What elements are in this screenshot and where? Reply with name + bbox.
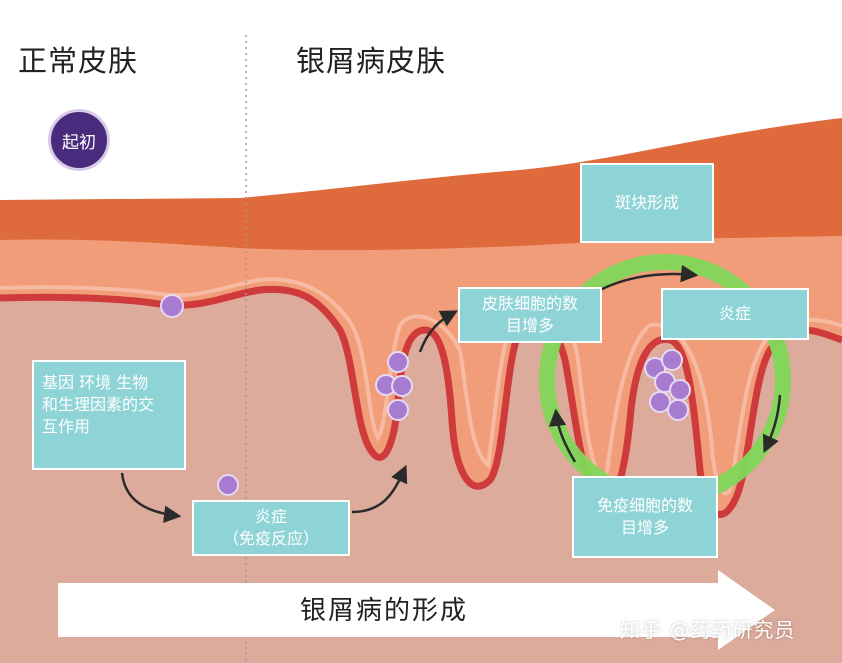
skin-cells-line2: 目增多 xyxy=(505,316,554,335)
inflammation-immune-line1: 炎症 xyxy=(254,507,287,526)
factors-line2: 和生理因素的交 xyxy=(42,395,155,414)
plaque-box: 斑块形成 xyxy=(580,163,714,243)
skin-cells-line1: 皮肤细胞的数 xyxy=(481,294,578,313)
heading-normal-skin: 正常皮肤 xyxy=(18,44,139,78)
inflammation-box: 炎症 xyxy=(661,288,809,340)
watermark: 知乎 @药药研究员 xyxy=(620,618,796,642)
arrow-inflammation-to-cells xyxy=(351,464,408,514)
inflammation-immune-box: 炎症 （免疫反应） xyxy=(192,500,350,556)
cycle-arrow-left xyxy=(548,408,577,463)
immune-cells-line2: 目增多 xyxy=(620,518,669,537)
arrow-factors-to-inflammation xyxy=(120,472,182,523)
papillae-dermis xyxy=(0,291,842,663)
inflammation-immune-line2: （免疫反应） xyxy=(222,529,319,548)
cycle-arrow-top xyxy=(599,264,699,292)
basement-membrane xyxy=(0,285,842,518)
factors-line3: 互作用 xyxy=(42,417,91,436)
cycle-arrow-right xyxy=(762,394,782,454)
start-badge-label: 起初 xyxy=(62,132,96,153)
heading-psoriasis-skin: 银屑病皮肤 xyxy=(296,44,447,78)
start-badge: 起初 xyxy=(48,109,110,171)
immune-cells-box: 免疫细胞的数 目增多 xyxy=(572,476,718,558)
immune-cells-line1: 免疫细胞的数 xyxy=(596,496,693,515)
arrow-cells-to-skin-count xyxy=(418,310,459,353)
inflammation-label: 炎症 xyxy=(718,304,751,323)
membrane-outline xyxy=(0,277,842,496)
bottom-progress-arrow xyxy=(58,570,775,650)
skin-cells-box: 皮肤细胞的数 目增多 xyxy=(458,287,602,343)
plaque-label: 斑块形成 xyxy=(614,193,679,212)
cells xyxy=(160,294,691,496)
factors-line1: 基因 环境 生物 xyxy=(42,373,149,392)
factors-box: 基因 环境 生物 和生理因素的交 互作用 xyxy=(32,360,186,470)
formation-label: 银屑病的形成 xyxy=(300,596,469,626)
